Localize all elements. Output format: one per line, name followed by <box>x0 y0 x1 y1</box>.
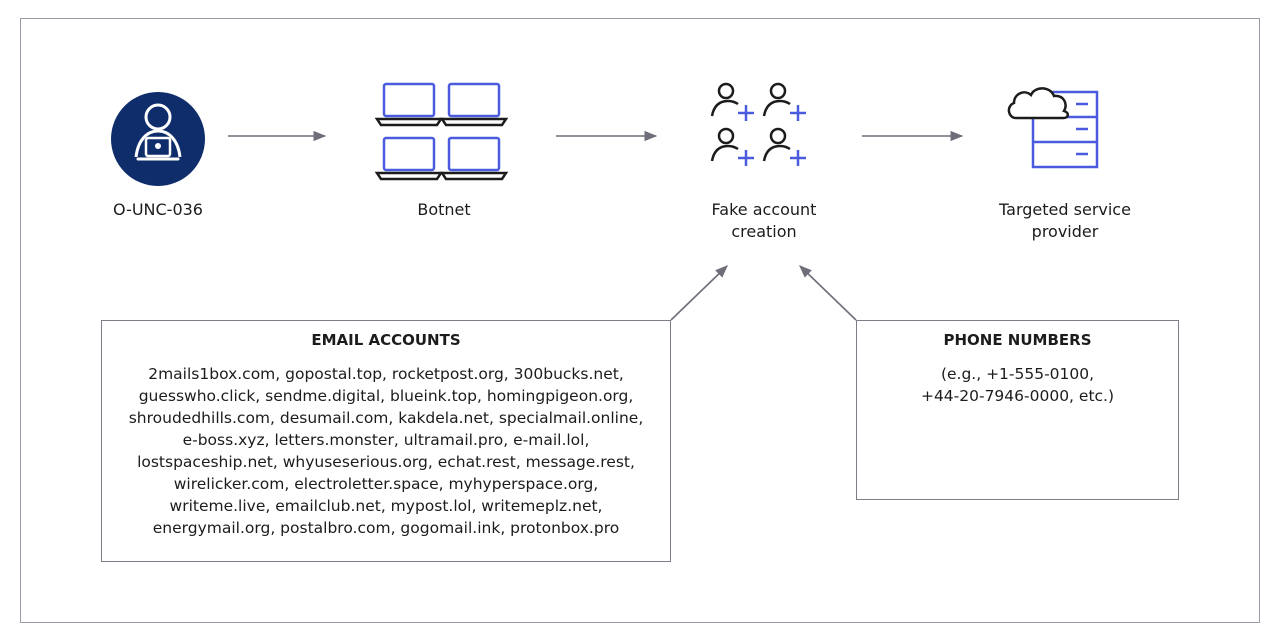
hacker-icon <box>111 92 205 186</box>
domain-line: 2mails1box.com, gopostal.top, rocketpost… <box>148 365 624 383</box>
domain-line: wirelicker.com, electroletter.space, myh… <box>173 475 599 493</box>
domain-line: energymail.org, postalbro.com, gogomail.… <box>152 519 620 537</box>
add-user-icon <box>710 82 806 166</box>
flow-arrows <box>228 130 964 321</box>
cloud-server-icon <box>1007 87 1099 169</box>
fake-account-label: Fake account creation <box>711 200 817 241</box>
phone-box-title: PHONE NUMBERS <box>943 331 1092 349</box>
email-domain-list: 2mails1box.com, gopostal.top, rocketpost… <box>102 363 670 539</box>
domain-line: shroudedhills.com, desumail.com, kakdela… <box>128 409 644 427</box>
diagram-frame <box>20 18 1260 623</box>
phone-numbers-box: PHONE NUMBERS (e.g., +1-555-0100, +44-20… <box>856 320 1179 500</box>
email-accounts-box: EMAIL ACCOUNTS 2mails1box.com, gopostal.… <box>101 320 671 562</box>
phone-line: (e.g., +1-555-0100, <box>940 365 1095 383</box>
botnet-label: Botnet <box>417 200 471 219</box>
target-label: Targeted service provider <box>999 200 1131 241</box>
phone-example-list: (e.g., +1-555-0100, +44-20-7946-0000, et… <box>857 363 1178 407</box>
domain-line: e-boss.xyz, letters.monster, ultramail.p… <box>182 431 590 449</box>
email-box-title: EMAIL ACCOUNTS <box>311 331 461 349</box>
domain-line: guesswho.click, sendme.digital, blueink.… <box>138 387 634 405</box>
laptop-icon <box>374 82 509 181</box>
domain-line: writeme.live, emailclub.net, mypost.lol,… <box>169 497 603 515</box>
actor-label: O-UNC-036 <box>113 200 203 219</box>
domain-line: lostspaceship.net, whyuseserious.org, ec… <box>137 453 635 471</box>
phone-line: +44-20-7946-0000, etc.) <box>920 387 1115 405</box>
